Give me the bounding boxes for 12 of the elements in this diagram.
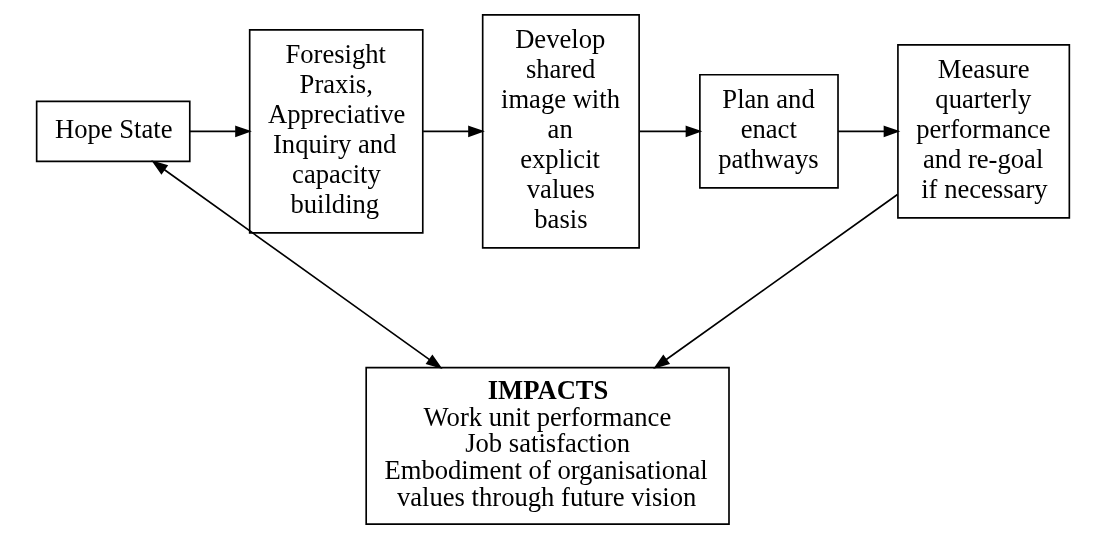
arrow xyxy=(837,125,901,138)
arrow xyxy=(151,160,443,369)
node-box: Plan and enact pathways xyxy=(699,73,839,189)
arrow xyxy=(422,125,485,138)
node-box: Measure quarterly performance and re-goal if necessary xyxy=(897,44,1071,219)
arrow xyxy=(653,193,899,369)
node-box: Develop shared image with an explicit values basis xyxy=(481,14,640,249)
node-box: Hope State xyxy=(35,100,191,163)
node-box: IMPACTS Work unit performance Job satisfaction Embodiment of organisational values through future vision xyxy=(365,366,730,525)
node-box: Foresight Praxis, Appreciative Inquiry and capacity building xyxy=(248,29,424,234)
arrow xyxy=(189,125,252,138)
arrow xyxy=(638,125,703,138)
